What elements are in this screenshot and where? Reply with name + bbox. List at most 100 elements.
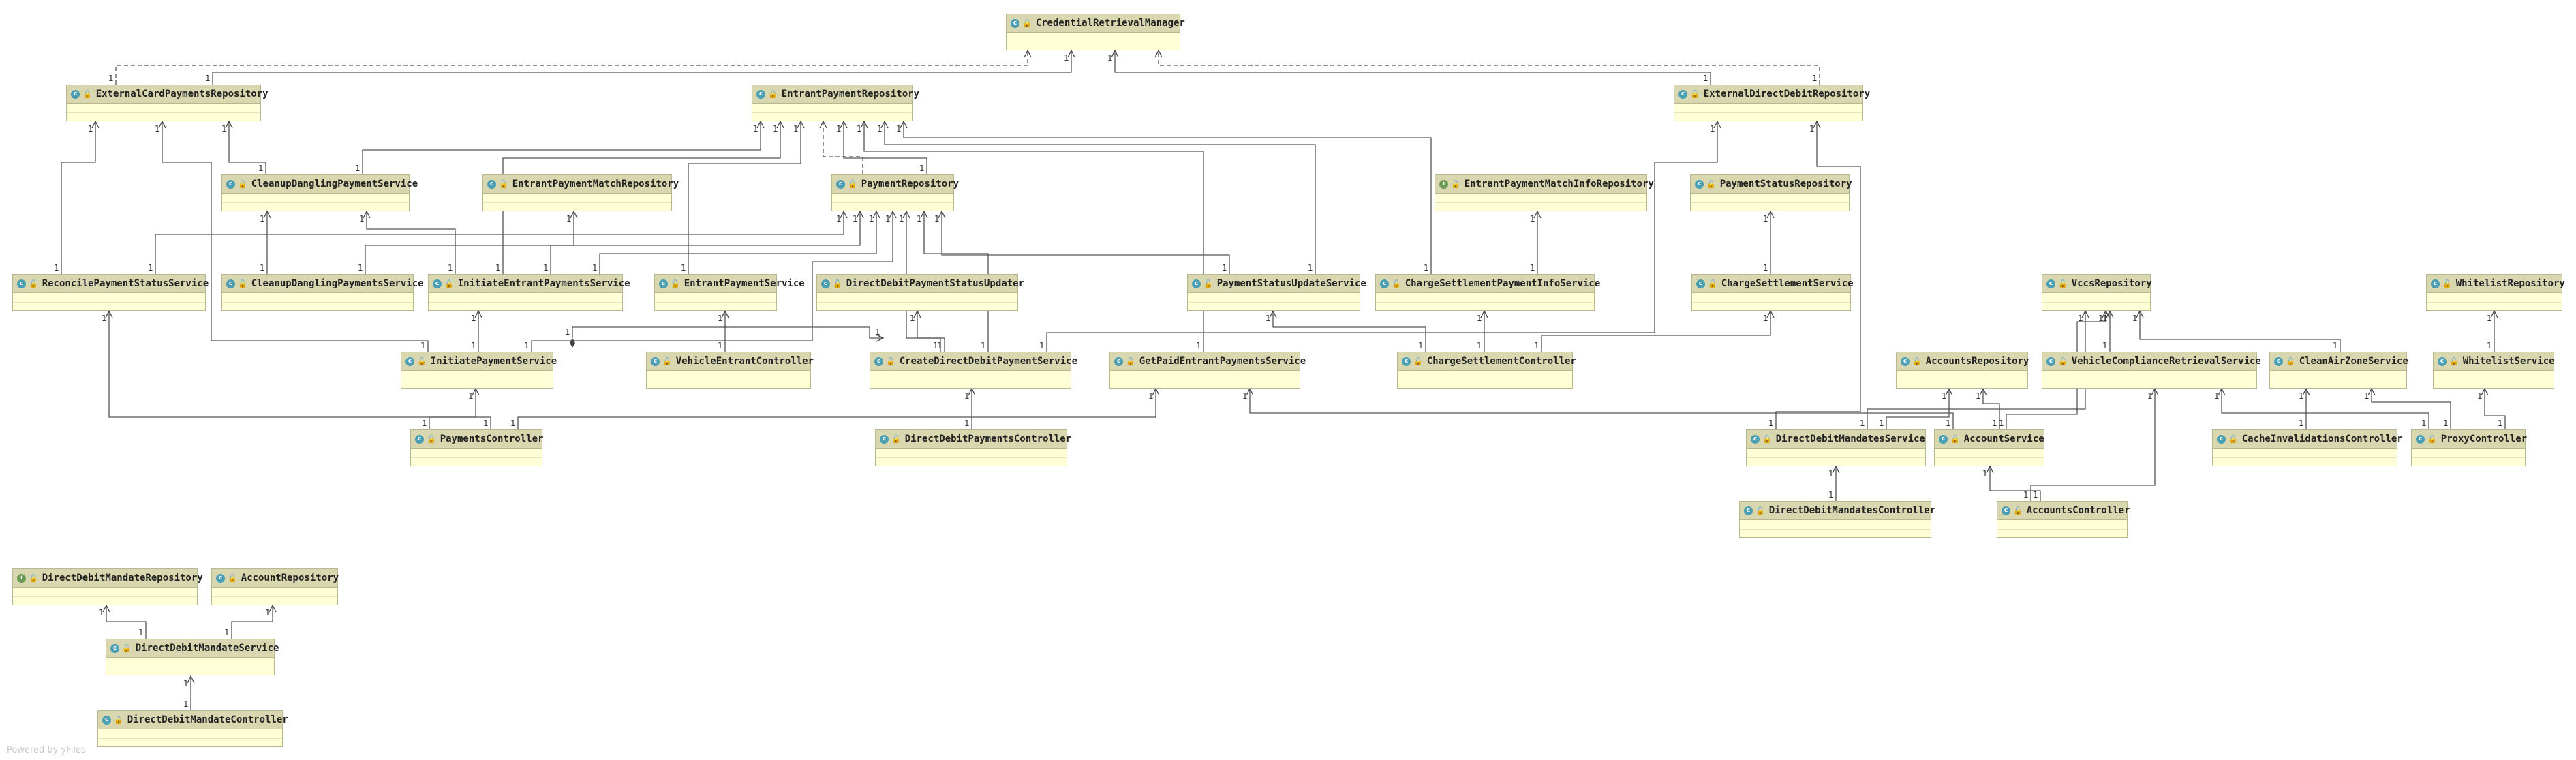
class-name: CredentialRetrievalManager xyxy=(1035,18,1185,29)
class-node-payment-status-update-service[interactable]: c🔓PaymentStatusUpdateService xyxy=(1187,274,1366,311)
class-icon: c xyxy=(2416,434,2425,444)
class-name: WhitelistService xyxy=(2462,356,2555,367)
class-node-header: c🔓PaymentRepository xyxy=(832,175,959,194)
edge-proxy-controller-to-whitelist-service[interactable] xyxy=(2485,389,2505,429)
class-icon: c xyxy=(1402,356,1411,366)
class-node-credential-retrieval-manager[interactable]: c🔓CredentialRetrievalManager xyxy=(1006,14,1185,50)
class-node-direct-debit-mandate-controller[interactable]: c🔓DirectDebitMandateController xyxy=(97,710,288,747)
class-node-whitelist-service[interactable]: c🔓WhitelistService xyxy=(2433,352,2555,389)
class-node-header: c🔓DirectDebitMandateController xyxy=(98,711,288,729)
class-node-header: c🔓WhitelistService xyxy=(2434,352,2555,371)
multiplicity-label: 1 xyxy=(1534,341,1539,350)
edge-external-card-payments-repository-to-credential-retrieval-manager[interactable] xyxy=(213,50,1071,85)
class-node-whitelist-repository[interactable]: c🔓WhitelistRepository xyxy=(2426,274,2565,311)
class-node-entrant-payment-match-repository[interactable]: c🔓EntrantPaymentMatchRepository xyxy=(482,174,679,211)
class-node-charge-settlement-payment-info-service[interactable]: c🔓ChargeSettlementPaymentInfoService xyxy=(1375,274,1600,311)
edge-cleanup-dangling-payments-service-to-payment-repository[interactable] xyxy=(365,211,860,274)
edge-external-direct-debit-repository-to-credential-retrieval-manager[interactable] xyxy=(1159,50,1820,85)
class-node-create-direct-debit-payment-service[interactable]: c🔓CreateDirectDebitPaymentService xyxy=(870,352,1077,389)
edge-accounts-controller-to-account-service[interactable] xyxy=(2031,389,2155,501)
class-node-proxy-controller[interactable]: c🔓ProxyController xyxy=(2411,429,2527,466)
edge-reconcile-payment-status-service-to-external-card-payments-repository[interactable] xyxy=(61,121,95,274)
class-node-cache-invalidations-controller[interactable]: c🔓CacheInvalidationsController xyxy=(2212,429,2403,466)
class-node-initiate-payment-service[interactable]: c🔓InitiatePaymentService xyxy=(401,352,557,389)
class-node-accounts-controller[interactable]: c🔓AccountsController xyxy=(1997,501,2130,538)
edge-account-service-to-get-paid-entrant-payments-service[interactable] xyxy=(1250,389,1953,429)
class-node-direct-debit-payments-controller[interactable]: c🔓DirectDebitPaymentsController xyxy=(875,429,1071,466)
class-name: PaymentRepository xyxy=(861,179,959,189)
edge-entrant-payment-service-to-entrant-payment-repository[interactable] xyxy=(688,121,801,274)
class-node-header: c🔓ReconcilePaymentStatusService xyxy=(13,275,209,293)
edge-proxy-controller-to-clean-air-zone-service[interactable] xyxy=(2372,389,2451,429)
multiplicity-label: 1 xyxy=(565,327,570,337)
class-node-external-card-payments-repository[interactable]: c🔓ExternalCardPaymentsRepository xyxy=(66,85,269,121)
edge-initiate-payment-service-to-external-card-payments-repository[interactable] xyxy=(162,121,428,352)
class-node-reconcile-payment-status-service[interactable]: c🔓ReconcilePaymentStatusService xyxy=(12,274,209,311)
class-node-accounts-repository[interactable]: c🔓AccountsRepository xyxy=(1896,352,2029,389)
class-node-payment-repository[interactable]: c🔓PaymentRepository xyxy=(831,174,959,211)
edge-initiate-payment-service-to-payment-repository[interactable] xyxy=(532,211,893,352)
edge-get-paid-entrant-payments-service-to-entrant-payment-repository[interactable] xyxy=(864,121,1203,352)
class-node-payments-controller[interactable]: c🔓PaymentsController xyxy=(410,429,543,466)
class-node-entrant-payment-service[interactable]: c🔓EntrantPaymentService xyxy=(654,274,805,311)
edge-payments-controller-to-reconcile-payment-status-service[interactable] xyxy=(109,311,491,429)
class-node-cleanup-dangling-payment-service[interactable]: c🔓CleanupDanglingPaymentService xyxy=(221,174,418,211)
class-node-header: c🔓ChargeSettlementPaymentInfoService xyxy=(1376,275,1600,293)
class-node-vehicle-compliance-retrieval-service[interactable]: c🔓VehicleComplianceRetrievalService xyxy=(2042,352,2261,389)
class-icon: c xyxy=(110,643,119,653)
class-node-payment-status-repository[interactable]: c🔓PaymentStatusRepository xyxy=(1690,174,1852,211)
edge-create-direct-debit-payment-service-to-initiate-entrant-payments-service[interactable] xyxy=(572,326,883,338)
class-node-external-direct-debit-repository[interactable]: c🔓ExternalDirectDebitRepository xyxy=(1674,85,1870,121)
edge-external-card-payments-repository-to-credential-retrieval-manager[interactable] xyxy=(116,50,1028,85)
class-node-get-paid-entrant-payments-service[interactable]: c🔓GetPaidEntrantPaymentsService xyxy=(1109,352,1306,389)
visibility-icon: 🔓 xyxy=(1708,279,1717,288)
class-node-direct-debit-mandates-service[interactable]: c🔓DirectDebitMandatesService xyxy=(1746,429,1926,466)
edge-proxy-controller-to-vehicle-compliance-retrieval-service[interactable] xyxy=(2222,389,2429,429)
multiplicity-label: 1 xyxy=(1992,419,1997,428)
edge-payment-status-update-service-to-payment-repository[interactable] xyxy=(942,211,1229,274)
class-node-separator xyxy=(222,302,413,303)
edge-charge-settlement-controller-to-charge-settlement-payment-info-service[interactable] xyxy=(1273,311,1426,352)
class-node-separator xyxy=(411,457,542,458)
multiplicity-label: 1 xyxy=(1946,419,1951,428)
edge-payments-controller-to-get-paid-entrant-payments-service[interactable] xyxy=(518,389,1156,429)
class-node-header: c🔓ExternalCardPaymentsRepository xyxy=(67,85,269,104)
edge-direct-debit-mandate-service-to-account-repository[interactable] xyxy=(232,605,273,639)
visibility-icon: 🔓 xyxy=(417,356,427,366)
class-node-cleanup-dangling-payments-service[interactable]: c🔓CleanupDanglingPaymentsService xyxy=(221,274,424,311)
edge-clean-air-zone-service-to-vccs-repository[interactable] xyxy=(2140,311,2340,352)
class-icon: c xyxy=(487,179,496,189)
edge-initiate-entrant-payments-service-to-cleanup-dangling-payment-service[interactable] xyxy=(367,211,455,274)
class-node-initiate-entrant-payments-service[interactable]: c🔓InitiateEntrantPaymentsService xyxy=(428,274,630,311)
multiplicity-label: 1 xyxy=(138,628,144,637)
class-node-direct-debit-mandate-repository[interactable]: i🔓DirectDebitMandateRepository xyxy=(12,568,203,605)
edge-direct-debit-mandate-service-to-direct-debit-mandate-repository[interactable] xyxy=(106,605,146,639)
edge-accounts-controller-to-vehicle-compliance-retrieval-service[interactable] xyxy=(1990,466,2040,501)
edge-charge-settlement-controller-to-charge-settlement-service[interactable] xyxy=(1542,311,1770,352)
class-node-direct-debit-payment-status-updater[interactable]: c🔓DirectDebitPaymentStatusUpdater xyxy=(816,274,1024,311)
class-node-header: c🔓EntrantPaymentMatchRepository xyxy=(483,175,679,194)
class-icon: c xyxy=(756,89,765,99)
visibility-icon: 🔓 xyxy=(444,279,454,288)
edge-account-service-to-accounts-repository[interactable] xyxy=(1983,389,1999,429)
multiplicity-label: 1 xyxy=(1999,419,2004,428)
edge-cleanup-dangling-payment-service-to-entrant-payment-repository[interactable] xyxy=(363,121,761,174)
class-node-charge-settlement-controller[interactable]: c🔓ChargeSettlementController xyxy=(1397,352,1576,389)
class-node-entrant-payment-repository[interactable]: c🔓EntrantPaymentRepository xyxy=(752,85,919,121)
edge-create-direct-debit-payment-service-to-external-direct-debit-repository[interactable] xyxy=(1047,121,1717,352)
edge-create-direct-debit-payment-service-to-direct-debit-payment-status-updater[interactable] xyxy=(917,311,945,352)
multiplicity-label: 1 xyxy=(1860,419,1865,428)
edge-initiate-entrant-payments-service-to-payment-repository[interactable] xyxy=(600,211,876,274)
class-node-clean-air-zone-service[interactable]: c🔓CleanAirZoneService xyxy=(2269,352,2408,389)
class-node-vehicle-entrant-controller[interactable]: c🔓VehicleEntrantController xyxy=(646,352,814,389)
class-node-charge-settlement-service[interactable]: c🔓ChargeSettlementService xyxy=(1691,274,1854,311)
class-node-account-service[interactable]: c🔓AccountService xyxy=(1934,429,2044,466)
class-node-vccs-repository[interactable]: c🔓VccsRepository xyxy=(2042,274,2152,311)
class-node-entrant-payment-match-info-repository[interactable]: i🔓EntrantPaymentMatchInfoRepository xyxy=(1435,174,1654,211)
multiplicity-label: 1 xyxy=(2421,419,2427,428)
class-name: DirectDebitMandatesService xyxy=(1775,434,1925,444)
class-node-direct-debit-mandates-controller[interactable]: c🔓DirectDebitMandatesController xyxy=(1739,501,1935,538)
edge-external-direct-debit-repository-to-credential-retrieval-manager[interactable] xyxy=(1115,50,1711,85)
class-node-direct-debit-mandate-service[interactable]: c🔓DirectDebitMandateService xyxy=(106,639,279,675)
class-node-account-repository[interactable]: c🔓AccountRepository xyxy=(211,568,339,605)
